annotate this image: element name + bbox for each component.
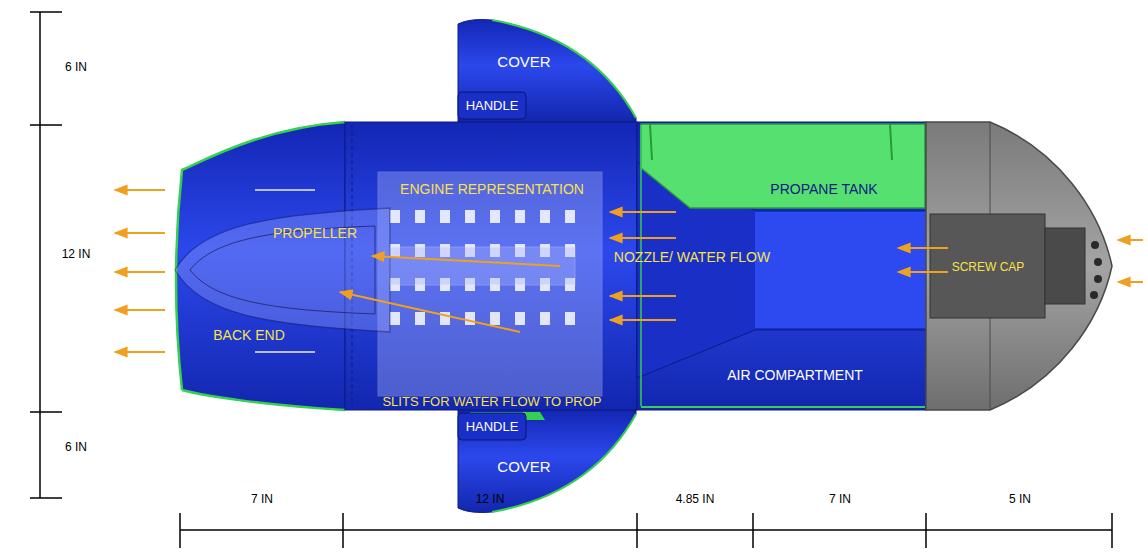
part-name: HANDLE: [466, 99, 519, 113]
part-name: SCREW CAP: [952, 261, 1025, 274]
tick: [1111, 513, 1113, 548]
tick: [636, 513, 638, 548]
tick: [342, 513, 344, 548]
intake-hole: [1091, 241, 1099, 249]
green-trim: [640, 125, 642, 406]
green-trim: [641, 406, 925, 408]
propeller-cone: [175, 208, 390, 332]
flow-arrow: [610, 319, 676, 321]
flow-arrow: [1118, 281, 1143, 283]
flow-arrow: [372, 256, 560, 266]
dimension-label: 6 IN: [65, 441, 87, 454]
tank-bracket: [650, 124, 892, 160]
flow-arrow: [340, 292, 520, 332]
part-name: HANDLE: [466, 420, 519, 434]
dimension-label: 12 IN: [62, 248, 91, 261]
dimension-label: 7 IN: [251, 493, 273, 506]
part-name: AIR COMPARTMENT: [727, 368, 863, 383]
part-name: PROPELLER: [273, 226, 357, 241]
water-tube: [755, 212, 926, 328]
intake-hole: [1090, 291, 1098, 299]
bottom-handle: [458, 413, 526, 440]
part-name: BACK END: [213, 328, 285, 343]
tick: [30, 497, 62, 499]
tick: [30, 124, 62, 126]
flow-arrow: [898, 271, 948, 273]
top-handle: [458, 92, 526, 119]
mark-line: [255, 189, 315, 191]
part-name: NOZZLE/ WATER FLOW: [614, 250, 770, 265]
screw-cap: [930, 214, 1045, 318]
flow-arrow: [115, 232, 165, 234]
flow-arrow: [1118, 239, 1143, 241]
cap-end: [1045, 228, 1085, 304]
dimension-label: 7 IN: [829, 493, 851, 506]
bottom-cover: [458, 410, 636, 513]
top-cover: [458, 20, 636, 123]
dimension-label: 5 IN: [1009, 493, 1031, 506]
tick: [30, 411, 62, 413]
flow-arrow: [115, 351, 165, 353]
dimension-lines: [30, 12, 1112, 548]
propeller-inner: [190, 226, 375, 314]
tick: [752, 513, 754, 548]
mark-line: [255, 351, 315, 353]
intake-hole: [1094, 275, 1102, 283]
front-section: [637, 122, 926, 410]
tick: [30, 11, 62, 13]
part-name: ENGINE REPRESENTATION: [400, 182, 584, 197]
propane-tank: [641, 124, 925, 208]
engine-box: [378, 172, 602, 396]
flow-arrows: [115, 190, 1143, 352]
nose-dome: [926, 122, 1112, 410]
part-name: COVER: [497, 54, 550, 71]
flow-arrow: [115, 271, 165, 273]
tick: [925, 513, 927, 548]
flow-arrow: [115, 309, 165, 311]
intake-holes: [1090, 241, 1102, 299]
dimension-label: 12 IN: [476, 493, 505, 506]
part-name: PROPANE TANK: [770, 182, 877, 197]
flow-arrow: [898, 247, 948, 249]
back-end-rim: [182, 390, 345, 410]
flow-arrow: [610, 295, 676, 297]
part-name: SLITS FOR WATER FLOW TO PROP: [382, 395, 601, 409]
flow-arrow: [610, 211, 676, 213]
horizontal-dimension: [180, 529, 1112, 531]
intake-hole: [1094, 258, 1102, 266]
vertical-dimension: [39, 12, 41, 498]
dimension-label: 4.85 IN: [676, 493, 715, 506]
tick: [179, 513, 181, 548]
flow-arrow: [610, 237, 676, 239]
dimension-label: 6 IN: [65, 61, 87, 74]
part-name: COVER: [497, 459, 550, 476]
flow-arrow: [115, 189, 165, 191]
